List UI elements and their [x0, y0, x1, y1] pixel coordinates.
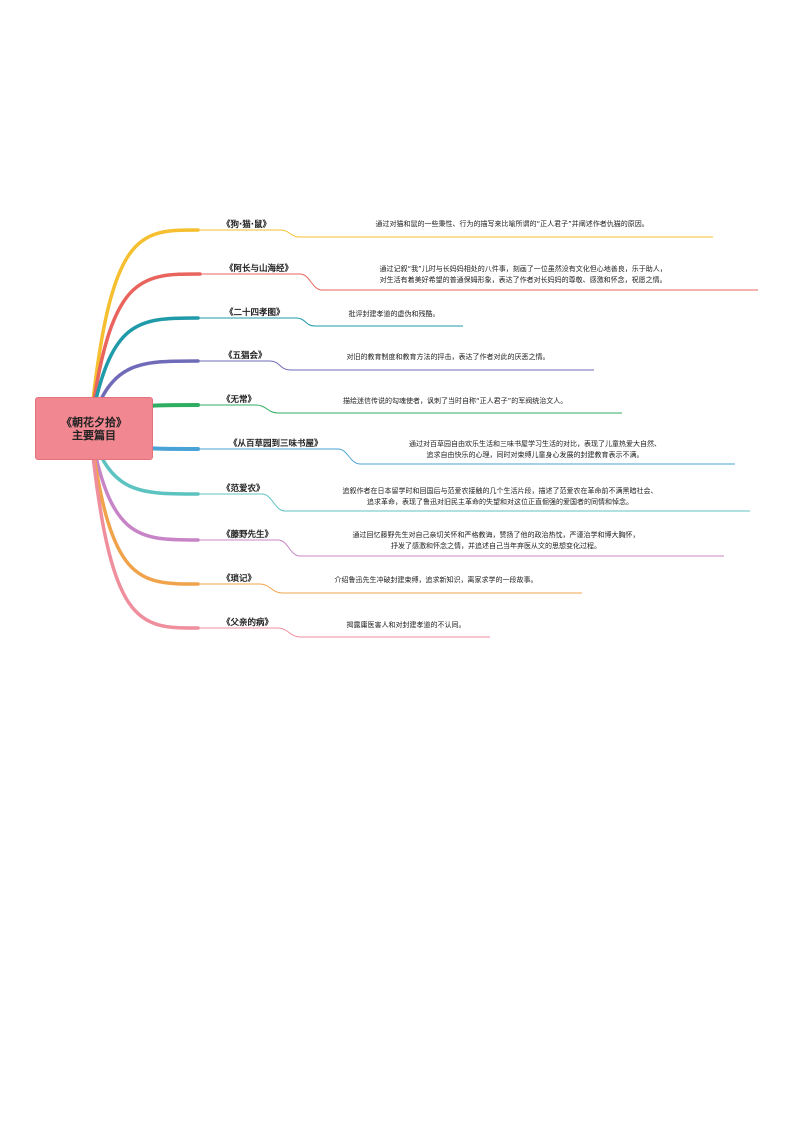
- description-line: 抒发了感激和怀念之情，并追述自己当年弃医从文的思想变化过程。: [391, 542, 601, 550]
- branch-title-1[interactable]: 《狗·猫·鼠》: [222, 220, 271, 230]
- description-line: 对生活有着美好希望的普通保姆形象，表达了作者对长妈妈的尊敬、感激和怀念，祝愿之情…: [379, 276, 667, 284]
- desc-connector-1: [279, 229, 301, 238]
- branch-title-3[interactable]: 《二十四孝图》: [225, 308, 285, 318]
- branch-connector-8: [88, 426, 200, 542]
- branch-title-4[interactable]: 《五猖会》: [224, 351, 267, 361]
- branch-title-9[interactable]: 《琐记》: [222, 574, 257, 584]
- desc-connector-2: [299, 273, 323, 291]
- desc-connector-7: [261, 493, 286, 512]
- branch-description-9[interactable]: 介绍鲁迅先生冲破封建束缚，追求新知识，离家求学的一段故事。: [335, 575, 538, 586]
- branch-description-8[interactable]: 通过回忆藤野先生对自己亲切关怀和严格教诲，赞扬了他的政治热忱，严谨治学和博大胸怀…: [353, 530, 640, 552]
- desc-connector-10: [277, 627, 301, 638]
- desc-connector-5: [255, 404, 279, 414]
- description-line: 通过回忆藤野先生对自己亲切关怀和严格教诲，赞扬了他的政治热忱，严谨治学和博大胸怀…: [352, 531, 640, 539]
- description-line: 描绘迷信传说的勾魂使者，讽刺了当时自称“正人君子”的军阀统治文人。: [343, 397, 568, 405]
- branch-title-6[interactable]: 《从百草园到三味书屋》: [229, 439, 323, 449]
- description-line: 通过对百草园自由欢乐生活和三味书屋学习生活的对比，表现了儿童热爱大自然、: [409, 440, 661, 448]
- branch-description-7[interactable]: 追叙作者在日本留学时和回国后与范爱农接触的几个生活片段，描述了范爱农在革命前不满…: [343, 486, 658, 508]
- branch-title-10[interactable]: 《父亲的病》: [222, 618, 274, 628]
- desc-connector-4: [269, 360, 291, 371]
- desc-connector-9: [259, 583, 283, 594]
- description-line: 对旧的教育制度和教育方法的抨击，表达了作者对此的厌恶之情。: [346, 353, 550, 361]
- desc-connector-6: [337, 448, 361, 465]
- root-topic[interactable]: 《朝花夕拾》 主要篇目: [35, 397, 153, 460]
- root-title-line2: 主要篇目: [72, 428, 116, 442]
- branch-description-1[interactable]: 通过对猫和鼠的一些秉性、行为的描写来比喻所谓的“正人君子”并阐述作者仇猫的原因。: [376, 219, 649, 230]
- description-line: 批评封建孝道的虚伪和残酷。: [348, 310, 440, 318]
- desc-connector-3: [295, 317, 316, 327]
- branch-description-6[interactable]: 通过对百草园自由欢乐生活和三味书屋学习生活的对比，表现了儿童热爱大自然、追求自由…: [409, 439, 661, 461]
- branch-connector-3: [88, 316, 200, 430]
- branch-description-3[interactable]: 批评封建孝道的虚伪和残酷。: [349, 309, 440, 320]
- branch-connector-1: [88, 228, 200, 430]
- branch-title-2[interactable]: 《阿长与山海经》: [225, 264, 294, 274]
- branch-description-5[interactable]: 描绘迷信传说的勾魂使者，讽刺了当时自称“正人君子”的军阀统治文人。: [343, 396, 567, 407]
- branch-connector-10: [88, 426, 200, 630]
- branch-description-10[interactable]: 揭露庸医害人和对封建孝道的不认同。: [347, 620, 466, 631]
- description-line: 介绍鲁迅先生冲破封建束缚，追求新知识，离家求学的一段故事。: [334, 576, 538, 584]
- branch-title-8[interactable]: 《藤野先生》: [222, 530, 274, 540]
- desc-connector-8: [277, 539, 301, 557]
- branch-description-4[interactable]: 对旧的教育制度和教育方法的抨击，表达了作者对此的厌恶之情。: [347, 352, 550, 363]
- branch-connector-9: [88, 426, 200, 586]
- branch-title-5[interactable]: 《无常》: [222, 395, 257, 405]
- description-line: 追求革命，表现了鲁迅对旧民主革命的失望和对这位正直倔强的爱国者的同情和悼念。: [367, 498, 633, 506]
- root-title-line1: 《朝花夕拾》: [61, 415, 127, 429]
- description-line: 通过记叙“我”儿时与长妈妈相处的八件事，刻画了一位虽然没有文化但心地善良，乐于助…: [379, 265, 667, 273]
- description-line: 揭露庸医害人和对封建孝道的不认同。: [346, 621, 466, 629]
- branch-description-2[interactable]: 通过记叙“我”儿时与长妈妈相处的八件事，刻画了一位虽然没有文化但心地善良，乐于助…: [380, 264, 667, 286]
- description-line: 追求自由快乐的心理，同时对束缚儿童身心发展的封建教育表示不满。: [426, 451, 644, 459]
- description-line: 通过对猫和鼠的一些秉性、行为的描写来比喻所谓的“正人君子”并阐述作者仇猫的原因。: [375, 220, 649, 228]
- branch-connector-2: [88, 272, 202, 430]
- description-line: 追叙作者在日本留学时和回国后与范爱农接触的几个生活片段，描述了范爱农在革命前不满…: [342, 487, 658, 495]
- branch-title-7[interactable]: 《范爱农》: [222, 484, 265, 494]
